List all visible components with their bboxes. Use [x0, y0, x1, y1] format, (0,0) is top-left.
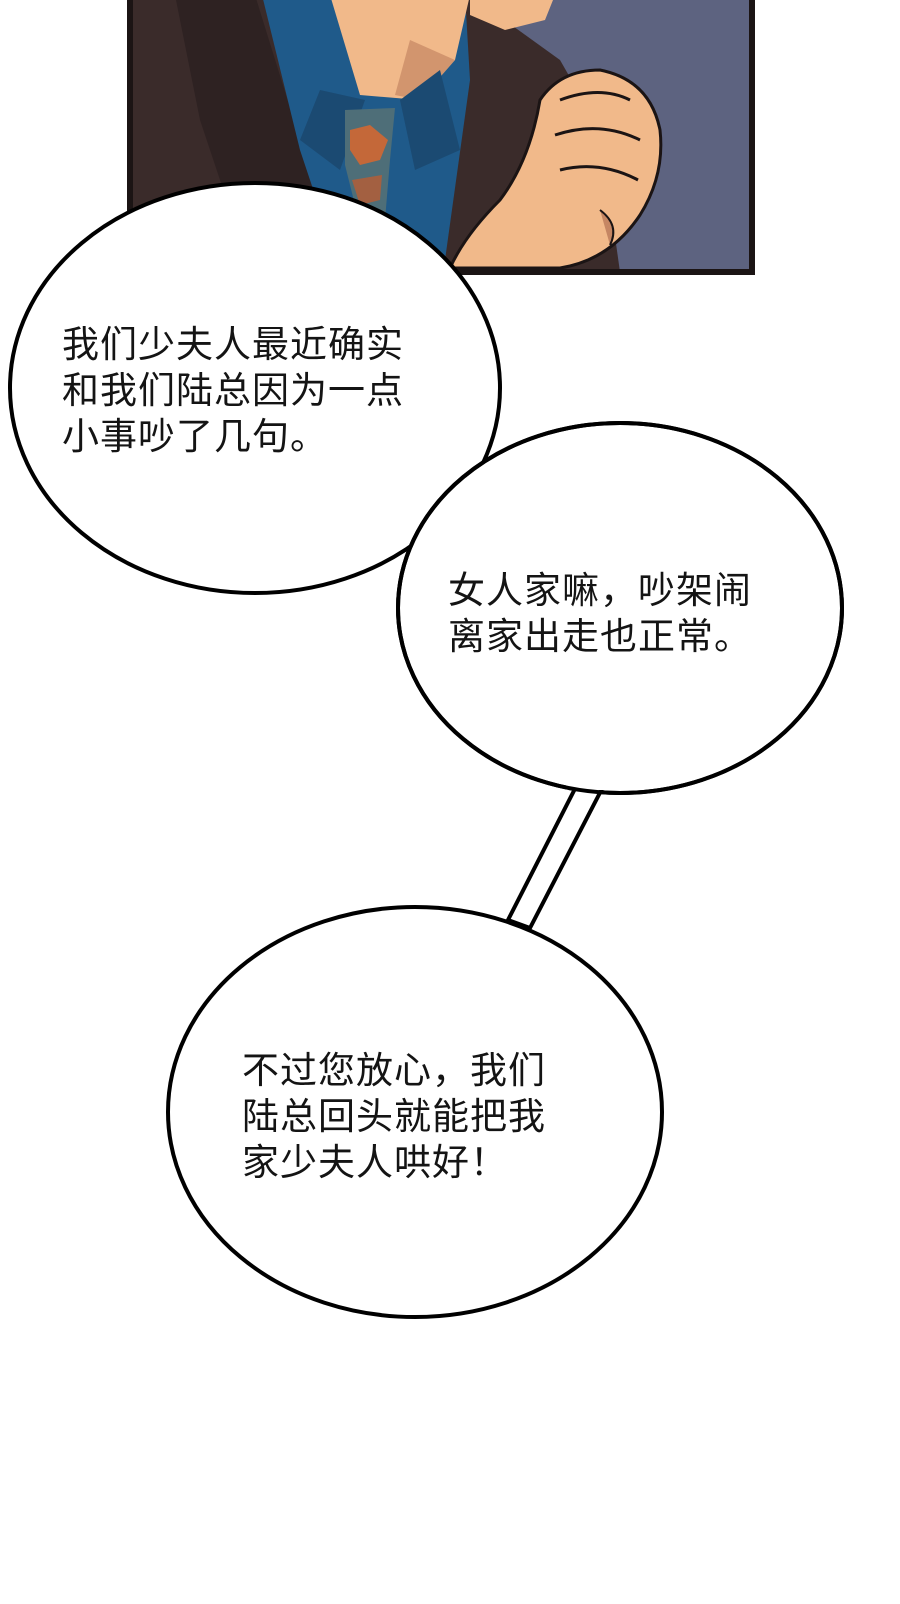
- bubble-1-line-1: 我们少夫人最近确实: [62, 323, 404, 366]
- speech-bubble-3: [166, 421, 844, 1319]
- bubble-2-text: 女人家嘛，吵架闹 离家出走也正常。: [448, 568, 752, 660]
- bubble-3-line-2: 陆总回头就能把我: [242, 1095, 546, 1138]
- bubble-1-line-2: 和我们陆总因为一点: [62, 369, 404, 412]
- bubble-1-text: 我们少夫人最近确实 和我们陆总因为一点 小事吵了几句。: [62, 322, 404, 460]
- bubble-3-line-1: 不过您放心，我们: [242, 1049, 546, 1092]
- bubble-3-text: 不过您放心，我们 陆总回头就能把我 家少夫人哄好！: [242, 1048, 546, 1186]
- bubble-2-line-2: 离家出走也正常。: [448, 615, 752, 658]
- bubble-2-line-1: 女人家嘛，吵架闹: [448, 569, 752, 612]
- bubble-3-line-3: 家少夫人哄好！: [242, 1141, 508, 1184]
- speech-bubble-1: [8, 181, 502, 595]
- character-chin: [470, 0, 553, 30]
- bubble-1-line-3: 小事吵了几句。: [62, 415, 328, 458]
